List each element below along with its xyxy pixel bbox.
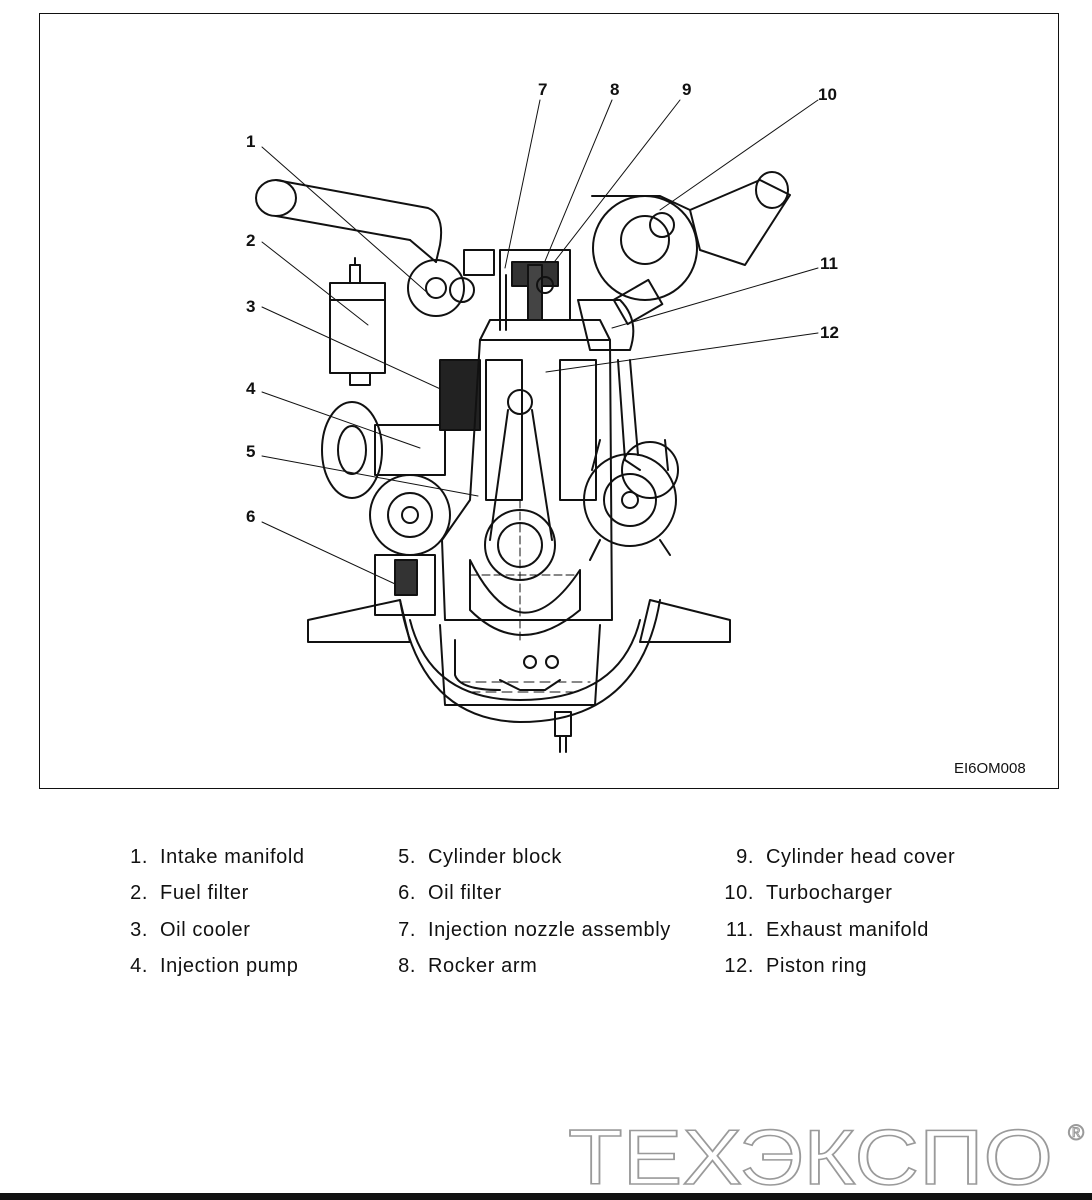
figure-code: EI6OM008 <box>954 760 1026 777</box>
intake-pipe <box>255 179 465 317</box>
callout-10: 10 <box>818 85 837 104</box>
registered-mark: ® <box>1068 1120 1084 1145</box>
legend-item: 5.Cylinder block <box>398 846 563 868</box>
engine-mounts <box>307 599 731 643</box>
legend-item: 7.Injection nozzle assembly <box>398 919 671 941</box>
right-pulley <box>583 439 679 561</box>
engine-cross-section-drawing <box>255 99 819 753</box>
bottom-bar <box>0 1193 1092 1200</box>
legend-item: 9.Cylinder head cover <box>736 846 956 868</box>
oil-pan <box>439 624 601 753</box>
callout-12: 12 <box>820 323 839 342</box>
legend-item: 12.Piston ring <box>724 955 868 977</box>
callout-1: 1 <box>246 132 256 151</box>
left-accessories <box>321 359 481 616</box>
legend-item: 4.Injection pump <box>130 955 299 977</box>
callout-2: 2 <box>246 231 256 250</box>
callout-3: 3 <box>246 297 256 316</box>
callout-7: 7 <box>538 80 548 99</box>
valve-train <box>449 249 554 331</box>
callout-9: 9 <box>682 80 692 99</box>
callout-6: 6 <box>246 507 256 526</box>
legend-item: 6.Oil filter <box>398 882 502 904</box>
leader-lines <box>261 99 819 591</box>
legend-item: 8.Rocker arm <box>398 955 538 977</box>
callout-11: 11 <box>820 254 838 273</box>
figure-frame <box>39 13 1059 789</box>
fuel-filter <box>329 257 386 386</box>
legend-item: 2.Fuel filter <box>130 882 249 904</box>
callout-5: 5 <box>246 442 256 461</box>
connecting-rod <box>469 389 581 641</box>
legend-item: 10.Turbocharger <box>724 882 893 904</box>
legend-item: 1.Intake manifold <box>130 846 305 868</box>
legend-item: 11.Exhaust manifold <box>725 919 930 941</box>
exhaust-manifold <box>577 299 641 471</box>
flywheel-housing <box>399 599 661 723</box>
callout-8: 8 <box>610 80 620 99</box>
legend-item: 3.Oil cooler <box>130 919 251 941</box>
turbocharger <box>591 171 791 326</box>
watermark-logo: ТЕХЭКСПО ® <box>568 1118 1085 1190</box>
callout-4: 4 <box>246 379 256 398</box>
watermark-text: ТЕХЭКСПО <box>568 1118 1053 1190</box>
